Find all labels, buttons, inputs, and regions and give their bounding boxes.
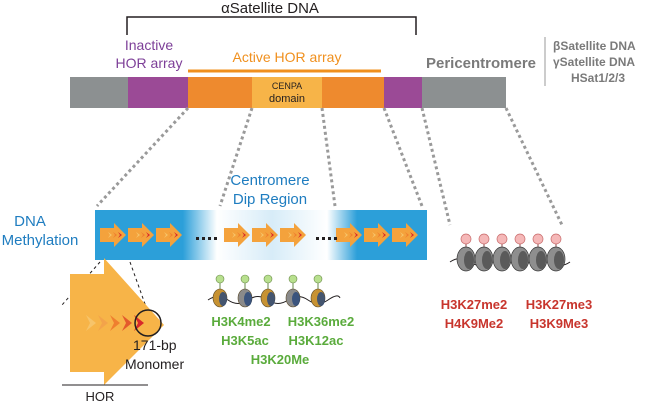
inactive-hor-label-line1: Inactive (125, 37, 173, 53)
methylation-mark (550, 233, 562, 245)
alpha-satellite-label: αSatellite DNA (221, 0, 319, 17)
methylation-mark (532, 233, 544, 245)
mark-h3k12ac: H3K12ac (289, 333, 344, 348)
monomer-chevron (110, 315, 120, 331)
nucleosome (456, 233, 476, 272)
active-hor-label: Active HOR array (233, 49, 342, 65)
inactive-hor-label-line2: HOR array (116, 55, 183, 71)
mark-h3k27me3: H3K27me3 (526, 297, 593, 312)
methylation-mark (514, 233, 526, 245)
alpha-satellite-bracket (126, 16, 417, 35)
nucleosome (260, 274, 276, 308)
hor-unit-arrow (100, 223, 126, 247)
acetylation-mark (215, 274, 225, 284)
nucleosome (492, 233, 512, 272)
monomer-chevron (122, 315, 132, 331)
hor-unit-arrow (364, 223, 390, 247)
chromosome-bar (70, 77, 506, 108)
gamma-satellite-label: γSatellite DNA (553, 55, 635, 69)
hor-big-arrow (70, 258, 164, 385)
mark-h3k27me2: H3K27me2 (441, 297, 508, 312)
hor-unit-arrow (224, 223, 250, 247)
acetylation-mark (263, 274, 273, 284)
hor-arrows (100, 223, 418, 247)
hsat-label: HSat1/2/3 (571, 71, 625, 85)
monomer-label-line2: Monomer (125, 356, 184, 372)
cdr-label-line2: Dip Region (233, 191, 307, 208)
monomer-chevron (134, 315, 144, 331)
nucleosome (310, 274, 326, 308)
dna-strand (207, 295, 341, 304)
methylation-mark (460, 233, 472, 245)
dna-methylation-label-line1: DNA (14, 213, 46, 230)
nucleosome (528, 233, 548, 272)
nucleosome (546, 233, 566, 272)
acetylation-mark (313, 274, 323, 284)
mark-h3k9me3: H3K9Me3 (530, 316, 589, 331)
mark-h3k5ac: H3K5ac (221, 333, 269, 348)
cenpa-domain-label-line1: CENPA (272, 81, 302, 91)
hor-unit-arrow (336, 223, 362, 247)
nucleosome (474, 233, 494, 272)
hor-unit-arrow (280, 223, 306, 247)
hor-label: HOR (86, 389, 115, 404)
heterochromatin-nucleosomes (449, 233, 571, 272)
pericentromere-label: Pericentromere (426, 55, 536, 72)
methylation-mark (496, 233, 508, 245)
mark-h3k20me: H3K20Me (251, 352, 310, 367)
beta-satellite-label: βSatellite DNA (553, 39, 636, 53)
cdr-label-line1: Centromere (230, 172, 309, 189)
hor-unit-arrow (392, 223, 418, 247)
acetylation-mark (240, 274, 250, 284)
active-chromatin-nucleosomes (207, 274, 341, 308)
nucleosome (212, 274, 228, 308)
cenpa-domain-label-line2: domain (269, 93, 305, 105)
monomer-chevron (86, 315, 96, 331)
methylation-mark (478, 233, 490, 245)
hor-unit-arrow (128, 223, 154, 247)
mark-h4k9me2: H4K9Me2 (445, 316, 504, 331)
dna-methylation-label-line2: Methylation (2, 232, 79, 249)
mark-h3k36me2: H3K36me2 (288, 314, 355, 329)
mark-h3k4me2: H3K4me2 (211, 314, 270, 329)
nucleosome (285, 274, 301, 308)
monomer-chevron (98, 315, 108, 331)
nucleosome (510, 233, 530, 272)
nucleosome (237, 274, 253, 308)
zoom-lines (95, 106, 564, 226)
hor-unit-arrow (252, 223, 278, 247)
monomer-label-line1: 171-bp (133, 337, 177, 353)
acetylation-mark (288, 274, 298, 284)
ellipsis-dots (196, 237, 337, 240)
hor-unit-arrow (156, 223, 182, 247)
